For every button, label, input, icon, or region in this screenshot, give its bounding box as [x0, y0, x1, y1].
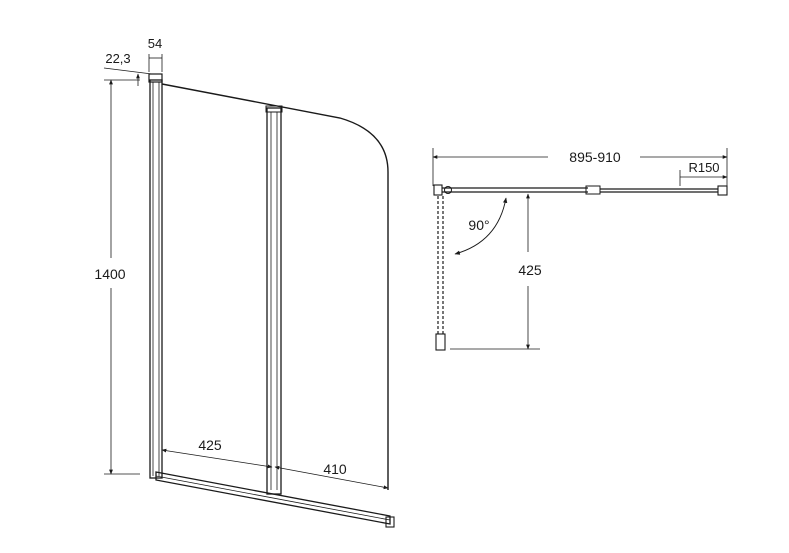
radius-dimension: R150: [679, 160, 728, 186]
fixed-panel-dimension: 425: [161, 437, 273, 469]
radius-label: R150: [688, 160, 719, 175]
front-view: 1400 54 22,3 425 410: [94, 36, 395, 528]
height-label: 1400: [94, 266, 125, 282]
top-view-panels: [433, 184, 728, 196]
total-width-dimension: 895-910: [432, 148, 728, 186]
swing-panel-width-label: 410: [323, 461, 347, 477]
top-view: 895-910 R150 90°: [432, 148, 728, 351]
height-dimension: 1400: [94, 79, 140, 475]
wall-offset-label: 22,3: [105, 51, 130, 66]
profile-width-dimension: 54: [148, 36, 163, 72]
swung-panel: [435, 196, 446, 351]
profile-width-label: 54: [148, 36, 162, 51]
depth-dimension: 425: [450, 193, 542, 350]
wall-offset-dimension: 22,3: [103, 51, 153, 86]
depth-label: 425: [518, 262, 542, 278]
swing-panel-dimension: 410: [274, 461, 389, 490]
panel-joint-profile: [265, 105, 283, 495]
angle-dimension: 90°: [454, 197, 508, 255]
bottom-profile: [155, 471, 395, 528]
fixed-panel-width-label: 425: [198, 437, 222, 453]
total-width-label: 895-910: [569, 149, 621, 165]
glass-outline: [161, 83, 389, 490]
angle-label: 90°: [468, 217, 489, 233]
wall-profile: [148, 73, 163, 479]
